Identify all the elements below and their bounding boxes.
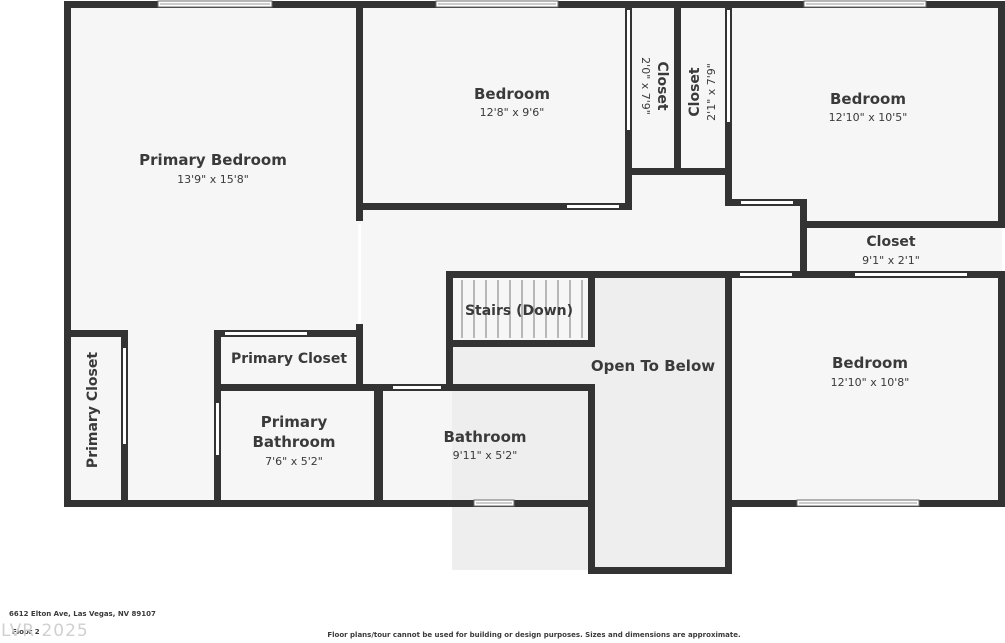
primary-closet-side-label: Primary Closet	[85, 352, 101, 468]
wall-closets-bottom	[625, 168, 730, 175]
wall-stairs-left	[446, 271, 453, 389]
bedroom-right-dims: 12'10" x 10'5"	[829, 111, 908, 124]
footer-address: 6612 Elton Ave, Las Vegas, NV 89107	[9, 610, 156, 618]
bedroom-top-dims: 12'8" x 9'6"	[480, 106, 545, 119]
stairs-label: Stairs (Down)	[465, 303, 573, 319]
door-openings	[123, 10, 967, 455]
closet-c-door	[855, 273, 967, 276]
closet-b-label: Closet 2'1" x 7'9"	[687, 63, 718, 121]
wall-stairs-right	[588, 271, 595, 346]
primary-closet-side-name: Primary Closet	[85, 352, 101, 468]
wall-right-lower	[998, 272, 1005, 507]
closet-a-dims: 2'0" x 7'9"	[639, 57, 652, 115]
open-to-below-label: Open To Below	[591, 357, 715, 375]
closet-b-dims: 2'1" x 7'9"	[705, 63, 718, 121]
window-bathroom	[473, 499, 515, 507]
wall-bedroom-top-bottom	[356, 203, 631, 210]
window-primary-top	[157, 0, 273, 8]
window-bedroom-right	[803, 0, 927, 8]
closet-b-name: Closet	[687, 67, 703, 117]
footer: 6612 Elton Ave, Las Vegas, NV 89107 Floo…	[1, 610, 741, 641]
wall-primary-closet-side-top	[64, 330, 128, 337]
window-bedroom-top	[435, 0, 559, 8]
wall-right-upper	[998, 1, 1005, 228]
closet-a-label: Closet 2'0" x 7'9"	[639, 57, 670, 115]
wall-bottom-left	[64, 500, 591, 507]
primary-bedroom-name: Primary Bedroom	[139, 151, 287, 169]
bathroom-door	[393, 386, 441, 389]
footer-disclaimer: Floor plans/tour cannot be used for buil…	[327, 631, 740, 639]
bathroom-name: Bathroom	[443, 428, 526, 446]
primary-bedroom-dims: 13'9" x 15'8"	[177, 173, 249, 186]
wall-closet-divider	[674, 1, 681, 175]
closet-a-name: Closet	[654, 61, 670, 111]
bedroom-top-name: Bedroom	[474, 85, 550, 103]
watermark: LVR 2025	[1, 621, 89, 639]
wall-primary-right-lower	[356, 324, 363, 390]
primary-bathroom-name-2: Bathroom	[252, 433, 335, 451]
stair-treads	[461, 280, 583, 338]
closet-a-door	[627, 10, 630, 130]
primary-closet-small-label: Primary Closet	[231, 351, 347, 367]
wall-closet-c-top	[800, 221, 1005, 228]
wall-bath-divider	[374, 384, 383, 507]
closet-b-door	[727, 10, 730, 122]
primary-closet-door	[225, 332, 307, 335]
bedroom-bottom-name: Bedroom	[832, 354, 908, 372]
primary-bathroom-name-1: Primary	[261, 413, 328, 431]
room-labels: Primary Bedroom 13'9" x 15'8" Bedroom 12…	[85, 57, 920, 468]
wall-left	[64, 1, 71, 507]
window-bedroom-bottom	[796, 499, 920, 507]
primary-closet-side-door	[123, 348, 126, 444]
bedroom-right-door	[741, 201, 793, 204]
primary-bedroom-door	[358, 224, 361, 324]
wall-open-left	[588, 386, 595, 574]
wall-primary-right	[356, 1, 363, 221]
wall-open-bottom	[588, 567, 732, 574]
windows	[157, 0, 927, 507]
closet-c-name: Closet	[866, 234, 916, 250]
wall-open-right	[725, 276, 732, 574]
bedroom-top-door	[567, 205, 619, 208]
wall-closet-c-left	[800, 199, 807, 278]
primary-bathroom-door	[216, 403, 219, 455]
bedroom-bottom-dims: 12'10" x 10'8"	[831, 376, 910, 389]
primary-bathroom-dims: 7'6" x 5'2"	[265, 455, 323, 468]
bedroom-right-name: Bedroom	[830, 90, 906, 108]
wall-stairs-bottom	[446, 340, 595, 347]
bathroom-dims: 9'11" x 5'2"	[453, 449, 518, 462]
footer-floor: Floor 2	[12, 628, 40, 636]
closet-c-dims: 9'1" x 2'1"	[862, 254, 920, 267]
bedroom-bottom-door	[740, 273, 792, 276]
